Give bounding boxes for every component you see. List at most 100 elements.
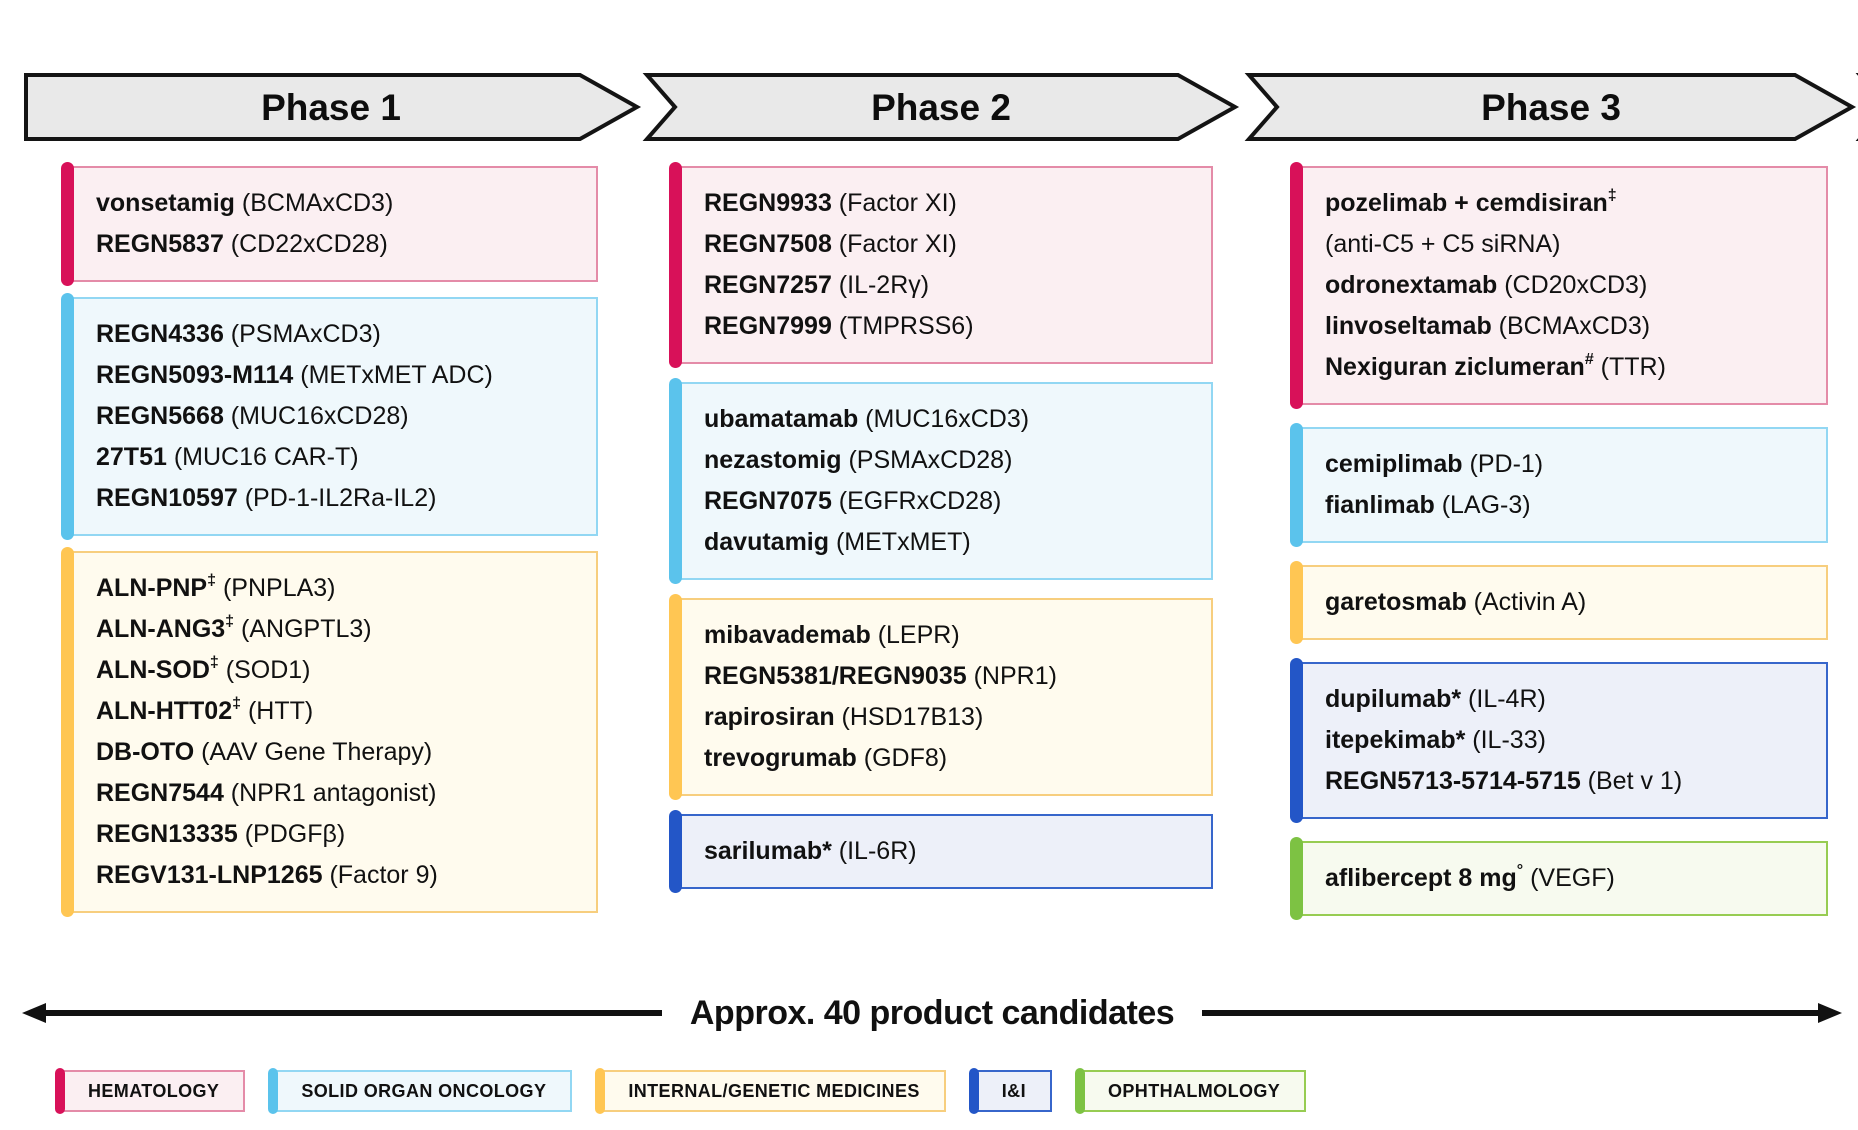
phase-3-label: Phase 3 xyxy=(1481,87,1621,128)
candidate-line: REGN7075 (EGFRxCD28) xyxy=(704,481,1201,522)
legend-item-i_and_i: I&I xyxy=(968,1068,1052,1114)
pipeline-box-hematology: pozelimab + cemdisiran‡ (anti-C5 + C5 siR… xyxy=(1290,162,1828,409)
candidate-name: dupilumab* xyxy=(1325,685,1462,713)
pipeline-box-solid_organ_oncology: cemiplimab (PD-1) fianlimab (LAG-3) xyxy=(1290,423,1828,547)
candidate-name: REGN5668 xyxy=(96,402,224,430)
candidate-target: (LAG-3) xyxy=(1434,491,1531,519)
candidate-name: REGN7075 xyxy=(704,487,832,515)
candidate-line: davutamig (METxMET) xyxy=(704,522,1201,563)
candidate-line: (anti-C5 + C5 siRNA) xyxy=(1325,224,1816,265)
candidate-line: REGN7508 (Factor XI) xyxy=(704,224,1201,265)
category-color-bar xyxy=(61,293,74,540)
candidate-line: ALN-SOD‡ (SOD1) xyxy=(96,650,586,691)
category-color-bar xyxy=(1290,837,1303,920)
candidate-target: (METxMET ADC) xyxy=(293,361,493,389)
legend-label: I&I xyxy=(1001,1080,1026,1101)
candidate-name: garetosmab xyxy=(1325,588,1467,616)
candidate-line: ubamatamab (MUC16xCD3) xyxy=(704,399,1201,440)
candidate-target: (GDF8) xyxy=(856,744,948,772)
candidate-target: (PD-1-IL2Ra-IL2) xyxy=(237,484,437,512)
candidate-target: (AAV Gene Therapy) xyxy=(194,738,433,766)
candidate-name: odronextamab xyxy=(1325,271,1498,299)
candidate-target: (EGFRxCD28) xyxy=(831,487,1002,515)
candidate-name: davutamig xyxy=(704,528,830,556)
candidate-target: (ANGPTL3) xyxy=(234,615,372,643)
candidate-line: nezastomig (PSMAxCD28) xyxy=(704,440,1201,481)
candidate-line: REGN5713-5714-5715 (Bet v 1) xyxy=(1325,761,1816,802)
candidate-target: (BCMAxCD3) xyxy=(234,189,394,217)
candidate-target: (Factor XI) xyxy=(831,189,957,217)
pipeline-box-internal_genetic_medicines: mibavademab (LEPR)REGN5381/REGN9035 (NPR… xyxy=(669,594,1213,800)
legend-color-bar xyxy=(595,1068,606,1114)
candidate-line: trevogrumab (GDF8) xyxy=(704,738,1201,779)
phase-2-column: REGN9933 (Factor XI) REGN7508 (Factor XI)… xyxy=(669,162,1213,907)
candidate-target: (CD22xCD28) xyxy=(223,230,388,258)
candidate-line: vonsetamig (BCMAxCD3) xyxy=(96,183,586,224)
candidate-name: REGN5093-M114 xyxy=(96,361,294,389)
candidate-marker: ° xyxy=(1516,861,1524,879)
candidate-line: REGN7257 (IL-2Rγ) xyxy=(704,265,1201,306)
candidate-line: fianlimab (LAG-3) xyxy=(1325,485,1816,526)
candidate-name: ALN-HTT02 xyxy=(96,697,233,725)
candidate-line: dupilumab* (IL-4R) xyxy=(1325,679,1816,720)
candidate-target: (TMPRSS6) xyxy=(831,312,974,340)
candidate-name: aflibercept 8 mg xyxy=(1325,864,1517,892)
candidate-target: (PD-1) xyxy=(1462,450,1544,478)
candidate-target: (IL-2Rγ) xyxy=(831,271,930,299)
legend-color-bar xyxy=(268,1068,279,1114)
candidate-line: REGV131-LNP1265 (Factor 9) xyxy=(96,855,586,896)
candidate-target: (Factor 9) xyxy=(322,861,438,889)
candidate-line: REGN13335 (PDGFβ) xyxy=(96,814,586,855)
candidate-line: aflibercept 8 mg° (VEGF) xyxy=(1325,858,1816,899)
candidate-marker: ‡ xyxy=(225,612,235,630)
candidate-name: rapirosiran xyxy=(704,703,835,731)
candidate-name: ALN-PNP xyxy=(96,574,208,602)
candidate-name: REGN7508 xyxy=(704,230,832,258)
candidate-marker: # xyxy=(1584,350,1594,368)
category-color-bar xyxy=(1290,423,1303,547)
candidate-name: trevogrumab xyxy=(704,744,857,772)
candidate-line: Nexiguran ziclumeran# (TTR) xyxy=(1325,347,1816,388)
candidate-line: itepekimab* (IL-33) xyxy=(1325,720,1816,761)
category-color-bar xyxy=(1290,162,1303,409)
candidate-marker: ‡ xyxy=(207,571,217,589)
candidate-name: REGN4336 xyxy=(96,320,224,348)
candidate-target: (anti-C5 + C5 siRNA) xyxy=(1325,230,1561,258)
candidate-line: REGN10597 (PD-1-IL2Ra-IL2) xyxy=(96,478,586,519)
candidate-name: nezastomig xyxy=(704,446,842,474)
summary-rule-left xyxy=(46,1010,662,1016)
legend-label: OPHTHALMOLOGY xyxy=(1107,1080,1281,1101)
category-color-bar xyxy=(1290,561,1303,644)
summary-text: Approx. 40 product candidates xyxy=(689,993,1175,1032)
candidate-name: Nexiguran ziclumeran xyxy=(1325,353,1585,381)
left-arrowhead-icon xyxy=(22,1003,46,1023)
candidate-target: (PSMAxCD28) xyxy=(841,446,1013,474)
candidate-line: ALN-PNP‡ (PNPLA3) xyxy=(96,568,586,609)
candidate-line: REGN5381/REGN9035 (NPR1) xyxy=(704,656,1201,697)
candidate-name: REGN5713-5714-5715 xyxy=(1325,767,1581,795)
candidate-target: (PDGFβ) xyxy=(237,820,346,848)
phase-3-arrow xyxy=(1244,73,1857,141)
candidate-name: REGN7257 xyxy=(704,271,832,299)
candidate-target: (PSMAxCD3) xyxy=(223,320,381,348)
category-color-bar xyxy=(669,594,682,800)
candidate-line: pozelimab + cemdisiran‡ xyxy=(1325,183,1816,224)
category-color-bar xyxy=(61,547,74,917)
candidate-name: cemiplimab xyxy=(1325,450,1463,478)
candidate-line: ALN-HTT02‡ (HTT) xyxy=(96,691,586,732)
candidate-name: REGN9933 xyxy=(704,189,832,217)
candidate-name: ALN-SOD xyxy=(96,656,210,684)
candidate-target: (PNPLA3) xyxy=(216,574,336,602)
candidate-line: rapirosiran (HSD17B13) xyxy=(704,697,1201,738)
pipeline-box-solid_organ_oncology: ubamatamab (MUC16xCD3)nezastomig (PSMAxC… xyxy=(669,378,1213,584)
right-arrowhead-icon xyxy=(1818,1003,1843,1023)
candidate-target: (HSD17B13) xyxy=(834,703,984,731)
candidate-target: (METxMET) xyxy=(829,528,971,556)
candidate-target: (MUC16xCD3) xyxy=(858,405,1030,433)
summary-line: Approx. 40 product candidates xyxy=(22,990,1843,1036)
candidate-name: REGN5837 xyxy=(96,230,224,258)
phase-1-label: Phase 1 xyxy=(261,87,401,128)
pipeline-box-solid_organ_oncology: REGN4336 (PSMAxCD3) REGN5093-M114 (METxME… xyxy=(61,293,598,540)
candidate-target: (NPR1) xyxy=(966,662,1057,690)
